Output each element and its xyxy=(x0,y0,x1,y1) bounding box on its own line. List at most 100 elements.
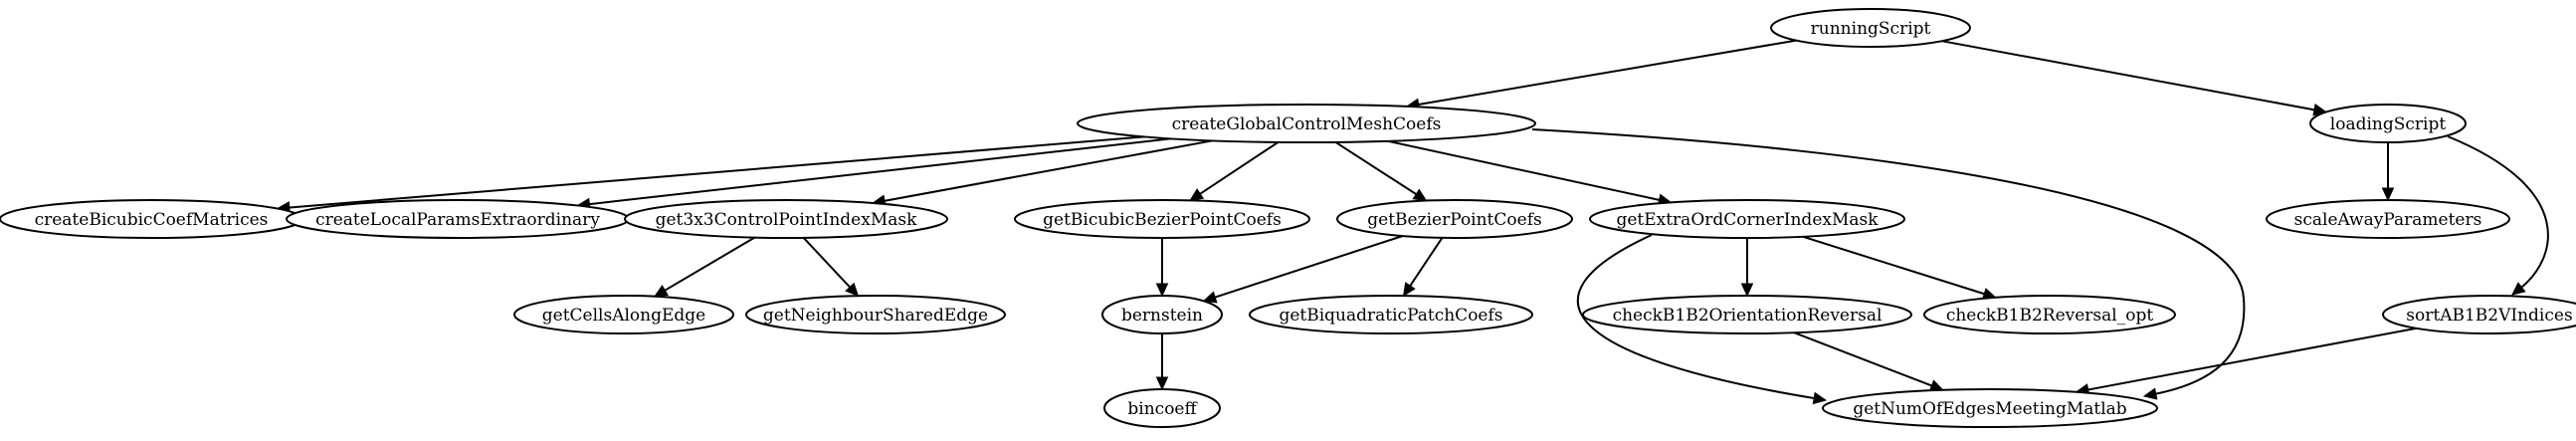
node-ellipse xyxy=(2309,104,2467,143)
node-get3x3ControlPointIndexMask[interactable]: get3x3ControlPointIndexMask xyxy=(624,199,948,239)
node-ellipse xyxy=(1014,199,1310,239)
edge-loadingScript-to-scaleAwayParameters xyxy=(2381,142,2395,202)
edge-line xyxy=(588,137,1172,206)
node-getBicubicBezierPointCoefs[interactable]: getBicubicBezierPointCoefs xyxy=(1014,199,1310,239)
node-ellipse xyxy=(1077,104,1536,143)
node-label: get3x3ControlPointIndexMask xyxy=(656,210,917,230)
edge-createGlobalControlMeshCoefs-to-getBezierPointCoefs xyxy=(1334,140,1428,202)
node-createGlobalControlMeshCoefs[interactable]: createGlobalControlMeshCoefs xyxy=(1077,104,1536,143)
edge-line xyxy=(1941,40,2316,111)
node-createBicubicCoefMatrices[interactable]: createBicubicCoefMatrices xyxy=(0,199,303,239)
edge-arrowhead xyxy=(2381,187,2395,202)
edge-createGlobalControlMeshCoefs-to-getBicubicBezierPointCoefs xyxy=(1189,141,1280,201)
edge-line xyxy=(1531,128,2246,395)
edge-arrowhead xyxy=(1402,282,1416,298)
node-getNumOfEdgesMeetingMatlab[interactable]: getNumOfEdgesMeetingMatlab xyxy=(1822,388,2158,428)
edge-line xyxy=(1417,39,1797,107)
node-getBezierPointCoefs[interactable]: getBezierPointCoefs xyxy=(1336,199,1573,239)
edge-line xyxy=(2086,327,2417,391)
node-getCellsAlongEdge[interactable]: getCellsAlongEdge xyxy=(513,295,734,334)
node-label: getBezierPointCoefs xyxy=(1367,210,1541,230)
node-label: createGlobalControlMeshCoefs xyxy=(1172,114,1442,134)
edge-arrowhead xyxy=(1740,283,1754,298)
edge-arrowhead xyxy=(1155,283,1169,298)
node-label: getNumOfEdgesMeetingMatlab xyxy=(1853,399,2126,419)
edge-get3x3ControlPointIndexMask-to-getCellsAlongEdge xyxy=(653,236,755,298)
node-label: bincoeff xyxy=(1127,399,1198,419)
edge-line xyxy=(1408,237,1444,288)
edge-getExtraOrdCornerIndexMask-to-checkB1B2Reversal_opt xyxy=(1802,235,1997,301)
node-createLocalParamsExtraordinary[interactable]: createLocalParamsExtraordinary xyxy=(286,199,630,239)
node-sortAB1B2VIndices[interactable]: sortAB1B2VIndices xyxy=(2382,295,2576,334)
node-checkB1B2OrientationReversal[interactable]: checkB1B2OrientationReversal xyxy=(1582,295,1912,334)
node-ellipse xyxy=(513,295,734,334)
node-label: getNeighbourSharedEdge xyxy=(763,306,988,326)
node-label: loadingScript xyxy=(2330,114,2447,134)
node-getExtraOrdCornerIndexMask[interactable]: getExtraOrdCornerIndexMask xyxy=(1589,199,1905,239)
node-loadingScript[interactable]: loadingScript xyxy=(2309,104,2467,143)
node-ellipse xyxy=(2266,199,2510,239)
edge-arrowhead xyxy=(653,284,669,298)
node-ellipse xyxy=(1249,295,1533,334)
node-ellipse xyxy=(624,199,948,239)
node-label: checkB1B2Reversal_opt xyxy=(1946,306,2154,326)
edge-line xyxy=(1802,235,1986,296)
node-label: sortAB1B2VIndices xyxy=(2406,306,2572,326)
edge-bernstein-to-bincoeff xyxy=(1155,333,1169,391)
node-bernstein[interactable]: bernstein xyxy=(1101,295,1223,334)
node-ellipse xyxy=(1101,295,1223,334)
node-label: createLocalParamsExtraordinary xyxy=(315,210,600,230)
node-label: runningScript xyxy=(1811,19,1931,39)
edge-getExtraOrdCornerIndexMask-to-getNumOfEdgesMeetingMatlab xyxy=(1576,234,1828,405)
node-label: scaleAwayParameters xyxy=(2294,210,2482,230)
edge-line xyxy=(1198,141,1280,196)
edge-line xyxy=(1213,235,1404,299)
node-label: getCellsAlongEdge xyxy=(542,306,705,326)
edge-line xyxy=(802,237,852,289)
edge-arrowhead xyxy=(1202,291,1218,304)
edge-createGlobalControlMeshCoefs-to-getExtraOrdCornerIndexMask xyxy=(1387,139,1673,206)
node-getBiquadraticPatchCoefs[interactable]: getBiquadraticPatchCoefs xyxy=(1249,295,1533,334)
node-label: getBiquadraticPatchCoefs xyxy=(1279,306,1502,326)
node-label: bernstein xyxy=(1121,306,1203,326)
edge-getExtraOrdCornerIndexMask-to-checkB1B2OrientationReversal xyxy=(1740,238,1754,298)
edge-get3x3ControlPointIndexMask-to-getNeighbourSharedEdge xyxy=(802,237,860,298)
edge-sortAB1B2VIndices-to-getNumOfEdgesMeetingMatlab xyxy=(2075,327,2417,396)
edge-line xyxy=(883,139,1213,202)
nodes-layer: runningScript createGlobalControlMeshCoef… xyxy=(0,8,2576,428)
node-runningScript[interactable]: runningScript xyxy=(1770,8,1971,48)
node-ellipse xyxy=(1923,295,2176,334)
node-ellipse xyxy=(1582,295,1912,334)
edge-arrowhead xyxy=(845,282,860,298)
edges-layer xyxy=(276,39,2549,405)
node-label: getExtraOrdCornerIndexMask xyxy=(1616,210,1879,230)
node-bincoeff[interactable]: bincoeff xyxy=(1103,388,1221,428)
edge-arrowhead xyxy=(1412,188,1428,202)
edge-line xyxy=(1576,234,1816,400)
edge-getBezierPointCoefs-to-bernstein xyxy=(1202,235,1404,304)
edge-line xyxy=(288,135,1145,209)
edge-line xyxy=(1334,140,1418,196)
node-ellipse xyxy=(745,295,1006,334)
edge-arrowhead xyxy=(1189,188,1205,201)
edge-arrowhead xyxy=(2142,387,2158,400)
node-ellipse xyxy=(1589,199,1905,239)
node-checkB1B2Reversal_opt[interactable]: checkB1B2Reversal_opt xyxy=(1923,295,2176,334)
node-label: checkB1B2OrientationReversal xyxy=(1613,306,1882,326)
node-getNeighbourSharedEdge[interactable]: getNeighbourSharedEdge xyxy=(745,295,1006,334)
edge-checkB1B2OrientationReversal-to-getNumOfEdgesMeetingMatlab xyxy=(1793,331,1944,392)
edge-runningScript-to-loadingScript xyxy=(1941,40,2327,116)
node-ellipse xyxy=(2382,295,2576,334)
edge-loadingScript-to-sortAB1B2VIndices xyxy=(2447,135,2549,296)
node-ellipse xyxy=(1103,388,1221,428)
edge-arrowhead xyxy=(1812,391,1828,405)
node-ellipse xyxy=(1822,388,2158,428)
node-scaleAwayParameters[interactable]: scaleAwayParameters xyxy=(2266,199,2510,239)
node-ellipse xyxy=(1336,199,1573,239)
edge-line xyxy=(1387,139,1661,202)
edge-createGlobalControlMeshCoefs-to-get3x3ControlPointIndexMask xyxy=(872,139,1213,207)
edge-line xyxy=(1793,331,1933,387)
edge-line xyxy=(663,236,755,293)
edge-runningScript-to-createGlobalControlMeshCoefs xyxy=(1405,39,1797,110)
